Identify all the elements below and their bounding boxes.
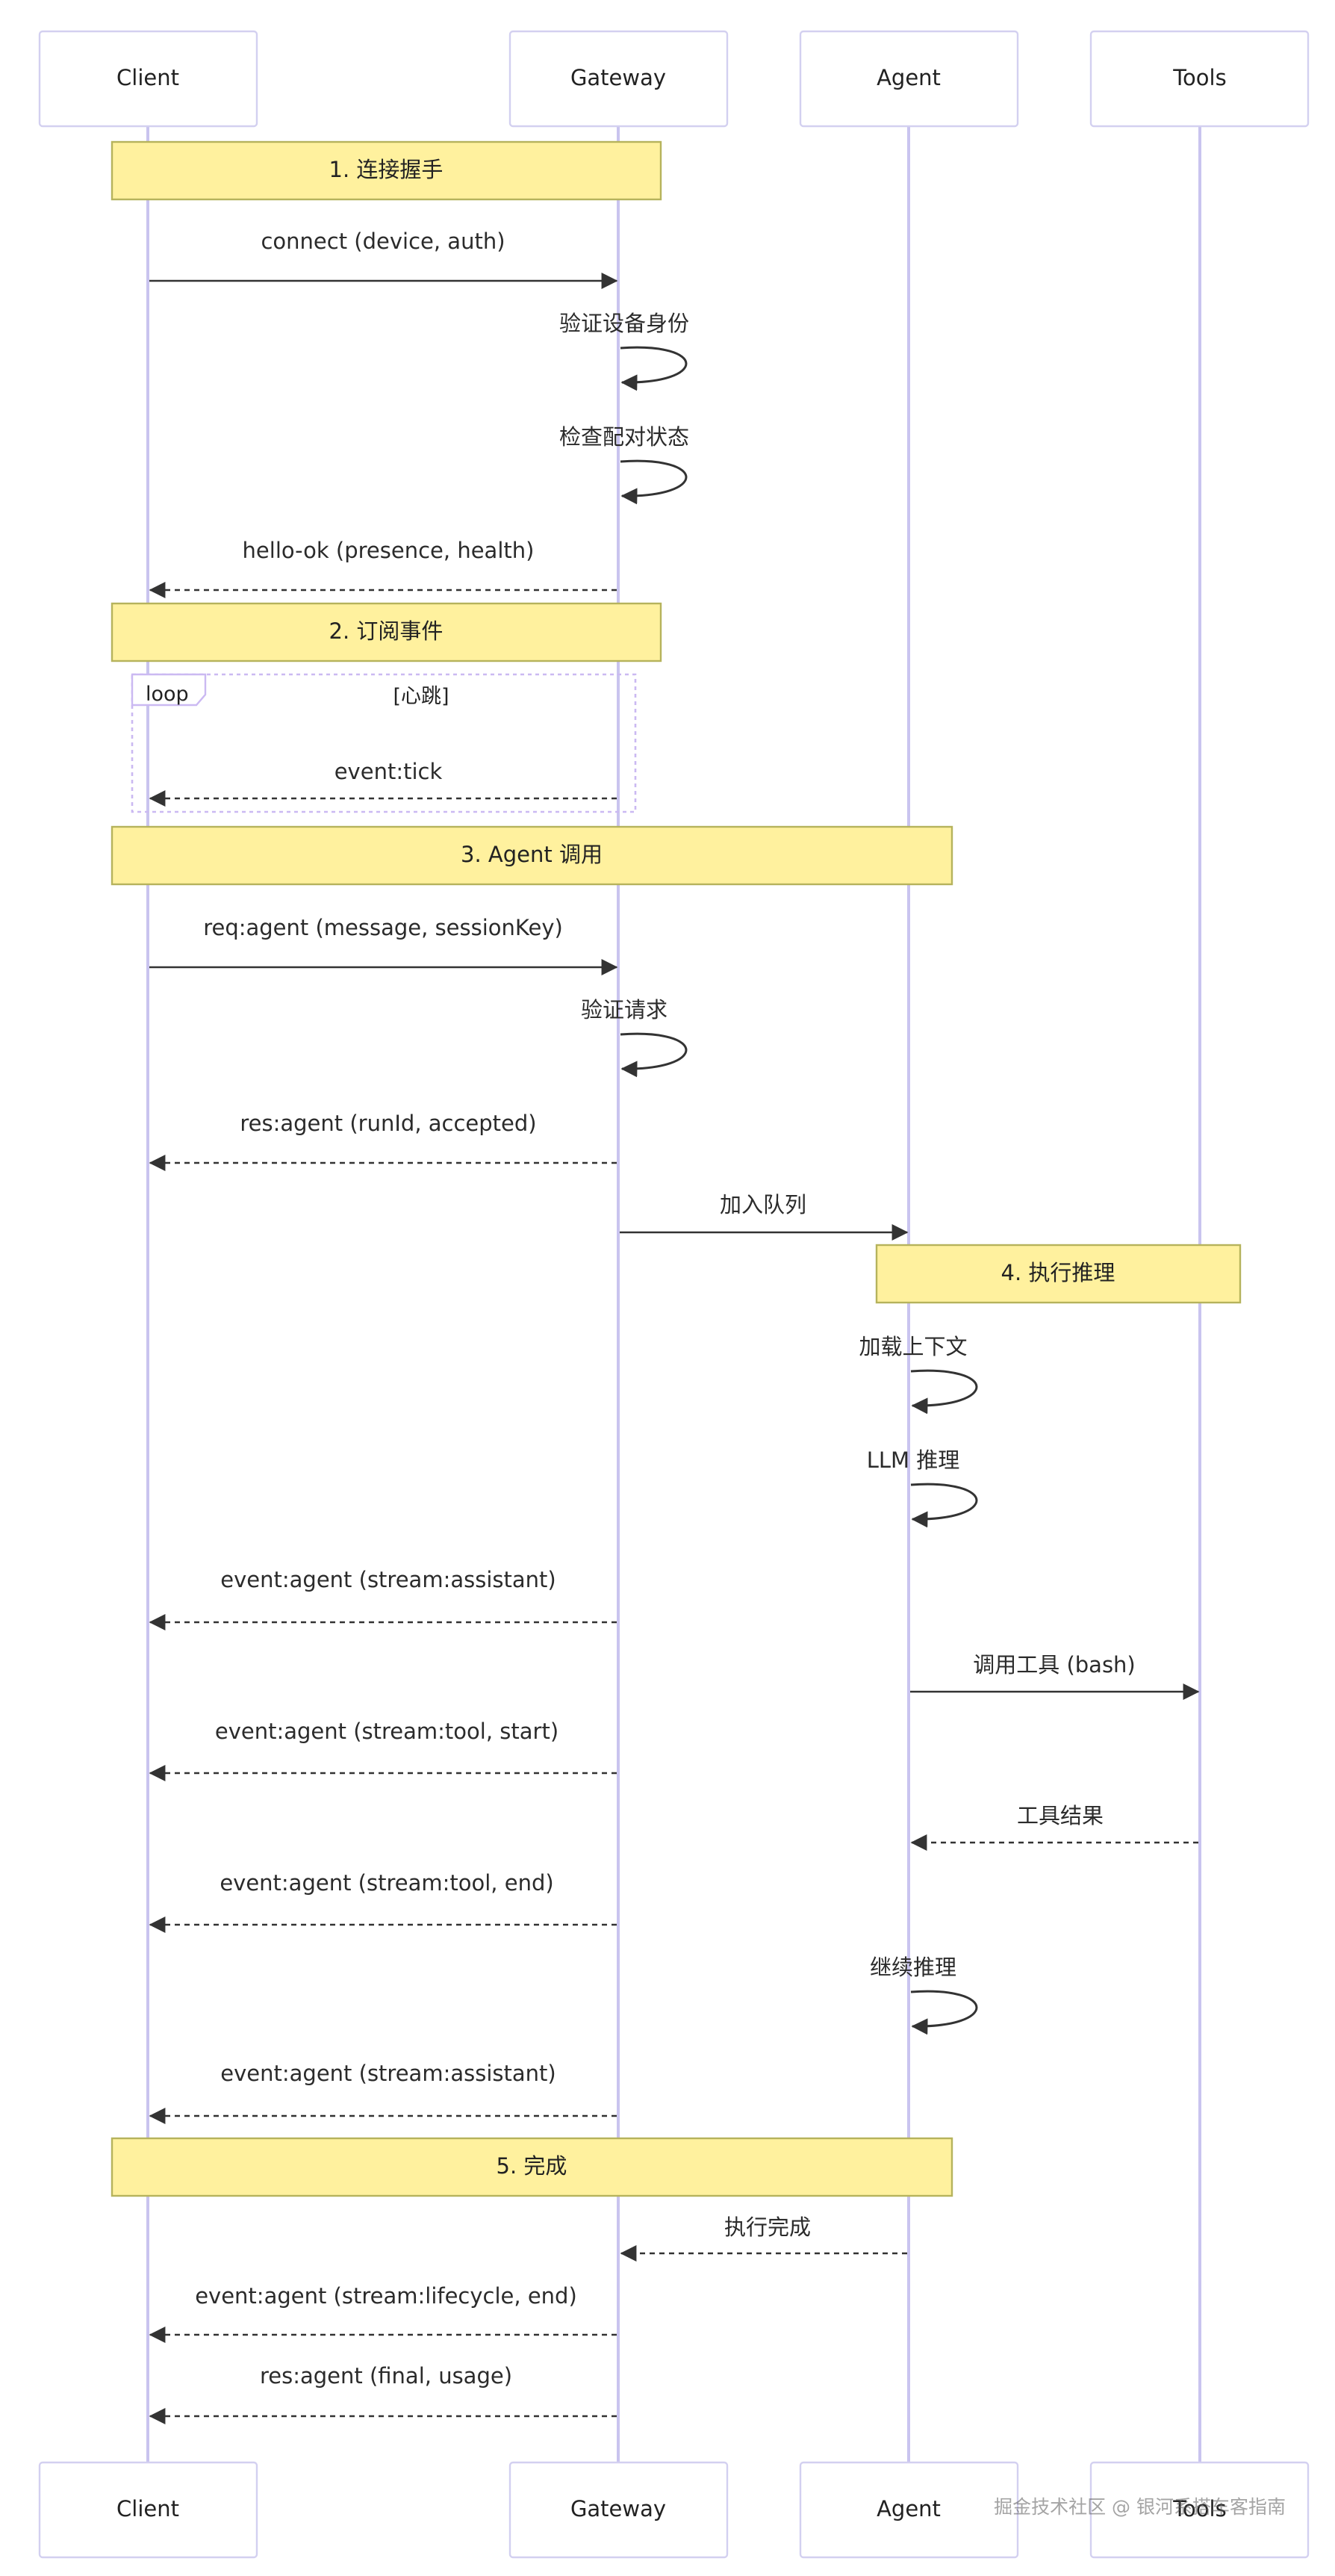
message-check-pairing: 检查配对状态 bbox=[559, 424, 689, 505]
actor-tools-bottom[interactable]: Tools bbox=[1089, 2461, 1310, 2559]
message-label: 验证设备身份 bbox=[559, 311, 689, 336]
message-label: event:agent (stream:tool, start) bbox=[215, 1719, 558, 1744]
message-execution-done: 执行完成 bbox=[620, 2215, 907, 2262]
note-connect-handshake: 1. 连接握手 bbox=[111, 140, 662, 201]
loop-tag: loop bbox=[146, 683, 189, 706]
messages: connect (device, auth) 验证设备身份 检查配对状态 hel… bbox=[149, 229, 1200, 2424]
note-label: 4. 执行推理 bbox=[1001, 1260, 1115, 1285]
actor-agent-top[interactable]: Agent bbox=[799, 30, 1019, 128]
actor-label: Agent bbox=[877, 65, 941, 90]
actor-client-bottom[interactable]: Client bbox=[38, 2461, 258, 2559]
message-stream-tool-start: event:agent (stream:tool, start) bbox=[149, 1719, 617, 1781]
message-label: event:agent (stream:lifecycle, end) bbox=[195, 2283, 577, 2309]
actor-label: Gateway bbox=[570, 65, 666, 90]
message-label: 调用工具 (bash) bbox=[973, 1652, 1136, 1677]
message-label: 工具结果 bbox=[1017, 1803, 1104, 1828]
message-label: connect (device, auth) bbox=[261, 229, 505, 254]
note-label: 3. Agent 调用 bbox=[461, 842, 603, 867]
message-label: 继续推理 bbox=[870, 1955, 956, 1980]
message-label: LLM 推理 bbox=[867, 1447, 960, 1473]
message-res-agent-accepted: res:agent (runId, accepted) bbox=[149, 1111, 617, 1171]
message-label: 验证请求 bbox=[581, 997, 668, 1022]
message-enqueue: 加入队列 bbox=[620, 1192, 909, 1241]
loop-frame: loop [心跳] bbox=[131, 673, 637, 813]
actor-client-top[interactable]: Client bbox=[38, 30, 258, 128]
message-req-agent: req:agent (message, sessionKey) bbox=[149, 915, 618, 975]
actor-agent-bottom[interactable]: Agent bbox=[799, 2461, 1019, 2559]
actor-label: Client bbox=[116, 65, 179, 90]
note-subscribe-events: 2. 订阅事件 bbox=[111, 602, 662, 662]
loop-tag-box bbox=[131, 673, 207, 707]
note-run-inference: 4. 执行推理 bbox=[875, 1244, 1242, 1304]
message-label: hello-ok (presence, health) bbox=[243, 538, 535, 563]
message-label: 执行完成 bbox=[724, 2215, 811, 2240]
message-res-agent-final: res:agent (final, usage) bbox=[149, 2363, 617, 2424]
message-label: event:tick bbox=[334, 759, 443, 784]
message-connect: connect (device, auth) bbox=[149, 229, 618, 289]
message-label: event:agent (stream:tool, end) bbox=[220, 1870, 553, 1896]
message-label: 检查配对状态 bbox=[559, 424, 689, 450]
actor-label: Agent bbox=[877, 2496, 941, 2521]
actor-label: Tools bbox=[1172, 65, 1226, 90]
message-verify-device: 验证设备身份 bbox=[559, 311, 689, 391]
message-label: event:agent (stream:assistant) bbox=[220, 2061, 556, 2086]
note-label: 2. 订阅事件 bbox=[329, 618, 444, 644]
message-verify-request: 验证请求 bbox=[581, 997, 688, 1078]
message-stream-assistant-2: event:agent (stream:assistant) bbox=[149, 2061, 617, 2124]
message-stream-assistant: event:agent (stream:assistant) bbox=[149, 1567, 617, 1630]
message-label: req:agent (message, sessionKey) bbox=[203, 915, 563, 940]
actor-gateway-top[interactable]: Gateway bbox=[508, 30, 729, 128]
message-event-tick: event:tick bbox=[149, 759, 617, 807]
actor-label: Tools bbox=[1172, 2496, 1226, 2521]
actors-top: Client Gateway Agent Tools bbox=[38, 30, 1310, 128]
actors-bottom: Client Gateway Agent Tools bbox=[38, 2461, 1310, 2559]
loop-condition: [心跳] bbox=[393, 685, 449, 708]
message-load-context: 加载上下文 bbox=[859, 1334, 978, 1415]
message-label: res:agent (final, usage) bbox=[260, 2363, 512, 2389]
notes: 1. 连接握手 2. 订阅事件 3. Agent 调用 4. 执行推理 5. 完… bbox=[111, 140, 1242, 2197]
message-label: event:agent (stream:assistant) bbox=[220, 1567, 556, 1592]
note-label: 5. 完成 bbox=[497, 2153, 567, 2179]
message-label: res:agent (runId, accepted) bbox=[240, 1111, 536, 1136]
message-tool-result: 工具结果 bbox=[910, 1803, 1198, 1851]
message-hello-ok: hello-ok (presence, health) bbox=[149, 538, 617, 598]
message-call-tool: 调用工具 (bash) bbox=[910, 1652, 1200, 1700]
watermark: 掘金技术社区 @ 银河系搭车客指南 bbox=[994, 2496, 1286, 2518]
note-label: 1. 连接握手 bbox=[329, 157, 444, 182]
message-stream-tool-end: event:agent (stream:tool, end) bbox=[149, 1870, 617, 1933]
message-stream-lifecycle-end: event:agent (stream:lifecycle, end) bbox=[149, 2283, 617, 2343]
message-llm-inference: LLM 推理 bbox=[867, 1447, 978, 1528]
actor-gateway-bottom[interactable]: Gateway bbox=[508, 2461, 729, 2559]
actor-tools-top[interactable]: Tools bbox=[1089, 30, 1310, 128]
note-complete: 5. 完成 bbox=[111, 2137, 953, 2197]
actor-label: Client bbox=[116, 2496, 179, 2521]
message-label: 加入队列 bbox=[720, 1192, 806, 1217]
message-label: 加载上下文 bbox=[859, 1334, 967, 1359]
actor-label: Gateway bbox=[570, 2496, 666, 2521]
message-continue-inference: 继续推理 bbox=[870, 1955, 978, 2035]
note-agent-invoke: 3. Agent 调用 bbox=[111, 825, 953, 886]
